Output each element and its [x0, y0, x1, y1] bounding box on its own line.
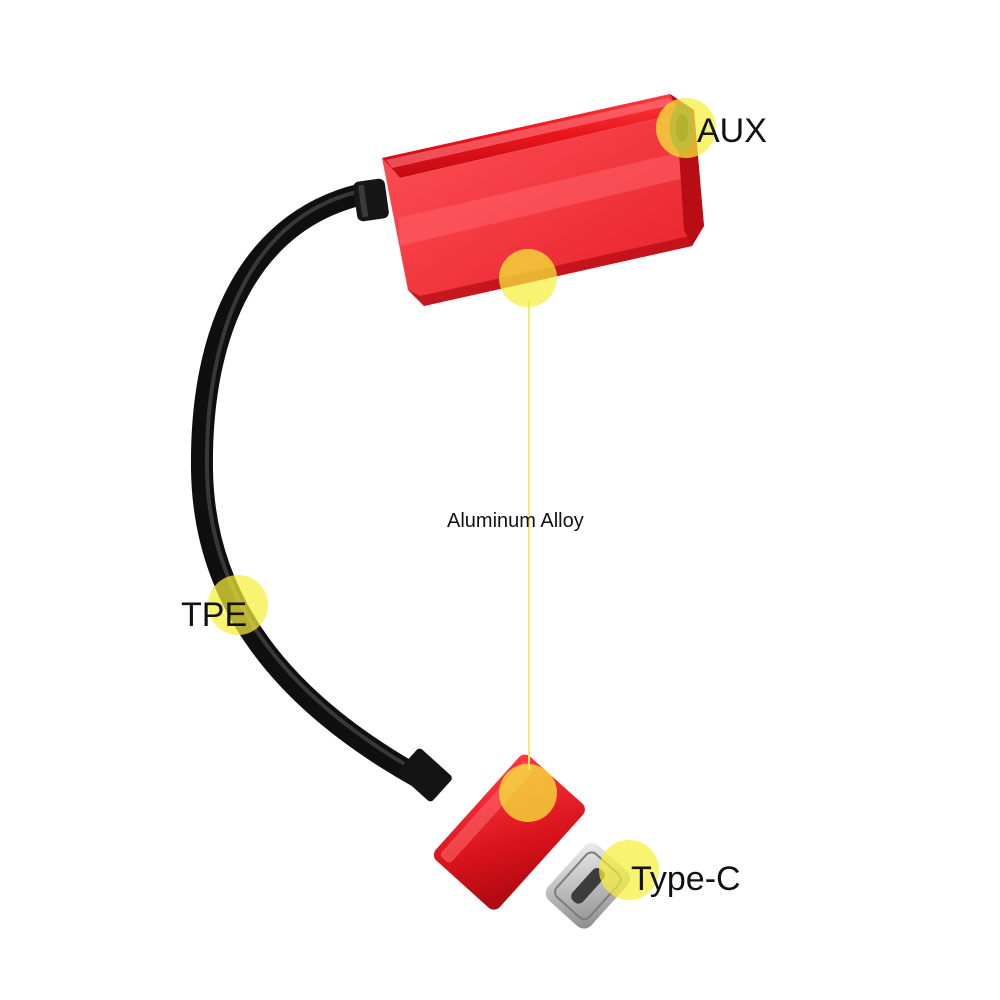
- aluminum-alloy-label: Aluminum Alloy: [447, 510, 584, 532]
- type-c-highlight-dot: [599, 840, 659, 900]
- tpe-cable: [190, 181, 431, 789]
- type-c-label: Type-C: [631, 860, 741, 898]
- aux-highlight-dot: [656, 98, 716, 158]
- aluminum-highlight-dot-top: [499, 249, 557, 307]
- aluminum-highlight-dot-bottom: [499, 764, 557, 822]
- tpe-label: TPE: [181, 596, 248, 634]
- aux-label: AUX: [697, 112, 767, 150]
- aux-strain-relief: [353, 178, 389, 222]
- aux-housing: [382, 94, 704, 306]
- tpe-highlight-dot: [208, 575, 268, 635]
